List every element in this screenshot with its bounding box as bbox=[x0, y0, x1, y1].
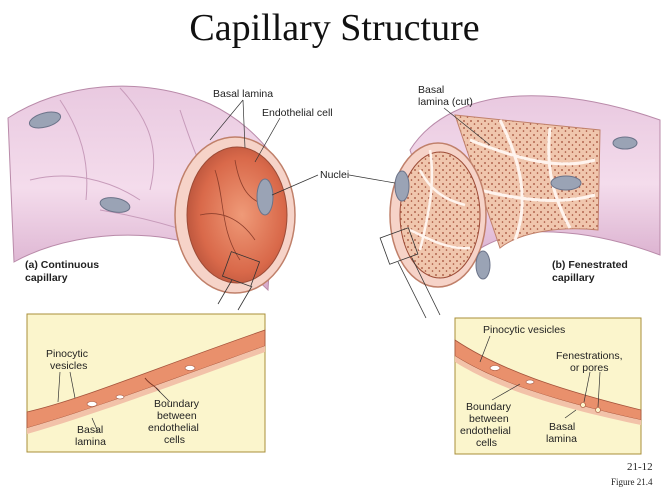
pinocytic-vesicles-label-1: Pinocytic bbox=[46, 348, 88, 360]
boundary-label-3: endothelial bbox=[148, 422, 199, 434]
wall-nucleus bbox=[394, 170, 410, 202]
nuclei-label: Nuclei bbox=[320, 169, 349, 181]
boundary-b-label-4: cells bbox=[476, 437, 497, 449]
fenestrated-caption-1: (b) Fenestrated bbox=[552, 259, 628, 271]
continuous-inset bbox=[26, 313, 266, 453]
boundary-b-label-1: Boundary bbox=[466, 401, 512, 413]
surface-nucleus bbox=[28, 111, 62, 129]
pinocytic-vesicles-label-2: vesicles bbox=[50, 360, 87, 372]
fenestrated-inset bbox=[454, 317, 642, 455]
continuous-capillary bbox=[7, 85, 319, 311]
boundary-b-label-2: between bbox=[469, 413, 509, 425]
wall-nucleus bbox=[475, 250, 491, 280]
wall-nucleus bbox=[256, 178, 274, 216]
basal-lamina-b-label-2: lamina bbox=[546, 433, 577, 445]
fenestrations-label-2: or pores bbox=[570, 362, 609, 374]
lumen bbox=[186, 146, 288, 284]
fenestrated-caption-2: capillary bbox=[552, 272, 595, 284]
fenestrations-label-1: Fenestrations, bbox=[556, 350, 623, 362]
basal-lamina-b-label-1: Basal bbox=[549, 421, 575, 433]
figure-reference: Figure 21.4 bbox=[611, 477, 653, 487]
continuous-caption-1: (a) Continuous bbox=[25, 259, 99, 271]
basal-lamina-label: Basal lamina bbox=[213, 88, 273, 100]
fenestrated-capillary bbox=[348, 95, 661, 319]
slide-number: 21-12 bbox=[627, 461, 653, 473]
boundary-label-1: Boundary bbox=[154, 398, 200, 410]
boundary-label-2: between bbox=[157, 410, 197, 422]
surface-nucleus bbox=[99, 197, 131, 213]
page-title: Capillary Structure bbox=[189, 7, 480, 49]
basal-lamina-inset-label-1: Basal bbox=[77, 424, 103, 436]
basal-lamina-inset-label-2: lamina bbox=[75, 436, 106, 448]
boundary-b-label-3: endothelial bbox=[460, 425, 511, 437]
lumen bbox=[399, 151, 481, 279]
boundary-label-4: cells bbox=[164, 434, 185, 446]
basal-lamina-cut-label-2: lamina (cut) bbox=[418, 96, 473, 108]
basal-lamina-cut-label-1: Basal bbox=[418, 84, 444, 96]
surface-nucleus bbox=[550, 175, 582, 191]
continuous-caption-2: capillary bbox=[25, 272, 68, 284]
endothelial-cell-label: Endothelial cell bbox=[262, 107, 333, 119]
surface-nucleus bbox=[612, 136, 638, 150]
pinocytic-vesicles-b-label: Pinocytic vesicles bbox=[483, 324, 565, 336]
